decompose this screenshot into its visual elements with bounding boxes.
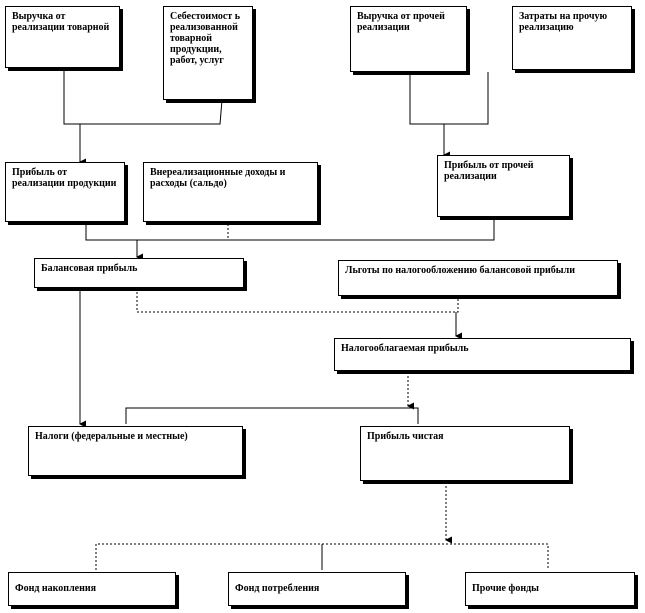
node-balance-profit: Балансовая прибыль	[34, 258, 244, 288]
node-cost-goods: Себестоимост ь реализованной товарной пр…	[163, 6, 253, 100]
node-taxable-profit: Налогооблагаемая прибыль	[334, 338, 631, 371]
line-balance-benefits	[136, 288, 459, 313]
node-profit-other: Прибыль от прочей реализации	[437, 155, 570, 217]
node-taxes: Налоги (федеральные и местные)	[28, 426, 243, 476]
node-revenue-goods: Выручка от реализации товарной	[5, 6, 120, 68]
node-fund-other: Прочие фонды	[465, 572, 635, 606]
node-non-operating: Внереализационные доходы и расходы (саль…	[143, 162, 318, 222]
line-revenue-goods	[63, 70, 223, 125]
line-revenue-other	[409, 72, 489, 125]
node-net-profit: Прибыль чистая	[360, 426, 570, 481]
node-profit-sales: Прибыль от реализации продукции	[5, 162, 125, 222]
line-split-taxes-net	[125, 407, 419, 424]
node-fund-consumption: Фонд потребления	[228, 572, 406, 606]
node-fund-accumulation: Фонд накопления	[8, 572, 176, 606]
line-collect-profit	[85, 218, 495, 241]
node-cost-other: Затраты на прочую реализацию	[512, 6, 632, 70]
node-tax-benefits: Льготы по налогообложению балансовой при…	[338, 260, 618, 296]
node-revenue-other: Выручка от прочей реализации	[350, 6, 467, 72]
